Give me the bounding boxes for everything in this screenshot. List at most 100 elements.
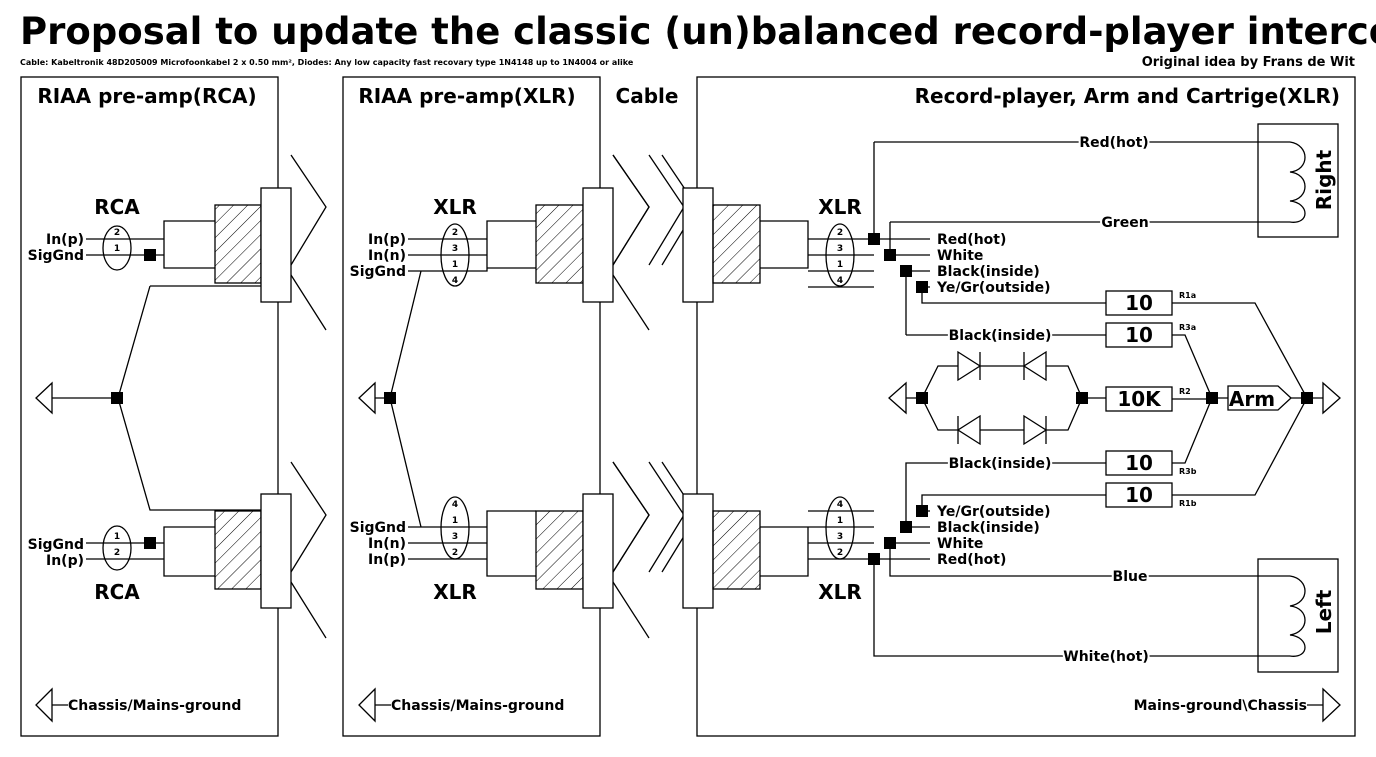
rca-bottom-signal-2: In(p): [46, 553, 84, 569]
rca-bottom-label: RCA: [94, 580, 140, 604]
rca-top-pin-2: 1: [114, 244, 120, 254]
ground-arrow-icon: [358, 381, 376, 415]
resistor-r1a: [1105, 290, 1173, 316]
xlr-player-top-plug-body: [712, 204, 761, 284]
resistor-r1a-value: 10: [1125, 291, 1153, 315]
resistor-r1b-name: R1b: [1179, 499, 1197, 508]
xlr-pre-bottom-plug-body: [535, 510, 584, 590]
xlr-player-bottom-pin-b: 1: [837, 516, 843, 526]
resistor-r2-name: R2: [1179, 387, 1191, 396]
resistor-r3a-name: R3a: [1179, 323, 1196, 332]
wire-top-red-hot: Red(hot): [937, 232, 1006, 248]
diagram-subtitle: Cable: Kabeltronik 48D205009 Microfoonka…: [20, 58, 634, 67]
wire-top-green: Green: [1101, 215, 1148, 231]
xlr-chassis-ground-icon: [358, 687, 391, 723]
wire-top-white: White: [937, 248, 983, 264]
rca-top-pin-ring: [102, 225, 132, 271]
rca-top-signal-1: In(p): [46, 232, 84, 248]
xlr-pre-bottom-signal-3: In(p): [368, 552, 406, 568]
player-chassis-ground-icon: [1307, 687, 1341, 723]
wire-bottom-red-hot: Red(hot): [937, 552, 1006, 568]
resistor-r3b-name: R3b: [1179, 467, 1197, 476]
xlr-pre-bottom-signal-2: In(n): [368, 536, 406, 552]
panel-rca-preamp: [20, 76, 279, 737]
wire-top-black-inside: Black(inside): [937, 264, 1040, 280]
resistor-r2: [1105, 386, 1173, 412]
player-ground-label: Mains-ground\Chassis: [1134, 698, 1307, 714]
xlr-player-top-pin-b: 3: [837, 244, 843, 254]
xlr-pre-top-pin-c: 1: [452, 260, 458, 270]
resistor-r3b: [1105, 450, 1173, 476]
rca-top-pin-1: 2: [114, 228, 120, 238]
wire-bottom-blue: Blue: [1113, 569, 1148, 585]
xlr-player-bottom-label: XLR: [818, 580, 862, 604]
xlr-pre-bottom-pin-a: 4: [452, 500, 458, 510]
xlr-pre-top-pin-d: 4: [452, 276, 458, 286]
resistor-r3a: [1105, 322, 1173, 348]
wire-top-red-hot-cart: Red(hot): [1079, 135, 1148, 151]
wire-top-yegr: Ye/Gr(outside): [936, 280, 1051, 296]
ground-arrow-icon: [35, 381, 53, 415]
wire-bottom-white: White: [937, 536, 983, 552]
xlr-player-top-pin-a: 2: [837, 228, 843, 238]
xlr-chassis-ground-label: Chassis/Mains-ground: [391, 698, 564, 714]
channel-left-label: Left: [1312, 589, 1336, 634]
xlr-player-bottom-pin-c: 3: [837, 532, 843, 542]
rca-bottom-pin-ring: [102, 525, 132, 571]
cartridge-right: [1257, 123, 1339, 238]
wire-bottom-black-inside: Black(inside): [937, 520, 1040, 536]
section-title-xlr: RIAA pre-amp(XLR): [358, 84, 575, 108]
coil-right-icon: [1289, 141, 1306, 223]
rca-bottom-plug-body: [214, 510, 262, 590]
diode-4-icon: [1023, 414, 1048, 446]
rca-top-plug-body: [214, 204, 262, 284]
xlr-player-top-label: XLR: [818, 195, 862, 219]
xlr-pre-top-label: XLR: [433, 195, 477, 219]
xlr-pre-top-signal-1: In(p): [368, 232, 406, 248]
wire-bottom-white-hot: White(hot): [1063, 649, 1148, 665]
rca-bottom-pin-2: 2: [114, 548, 120, 558]
rca-top-label: RCA: [94, 195, 140, 219]
xlr-pre-bottom-pin-b: 1: [452, 516, 458, 526]
xlr-pre-bottom-pin-c: 3: [452, 532, 458, 542]
section-title-rca: RIAA pre-amp(RCA): [37, 84, 256, 108]
resistor-r2-value: 10K: [1117, 387, 1162, 411]
wire-bottom-black-inside-res: Black(inside): [949, 456, 1052, 472]
xlr-pre-top-signal-2: In(n): [368, 248, 406, 264]
xlr-player-bottom-pin-ring: [825, 496, 855, 560]
channel-right-label: Right: [1312, 149, 1336, 210]
xlr-pre-bottom-label: XLR: [433, 580, 477, 604]
diode-3-icon: [956, 414, 981, 446]
ground-arrow-icon: [888, 381, 907, 415]
xlr-player-top-pin-ring: [825, 223, 855, 287]
xlr-player-bottom-pin-d: 2: [837, 548, 843, 558]
xlr-pre-bottom-signal-1: SigGnd: [350, 520, 406, 536]
resistor-r1b-value: 10: [1125, 483, 1153, 507]
diode-1-icon: [957, 350, 982, 382]
xlr-pre-top-signal-3: SigGnd: [350, 264, 406, 280]
xlr-player-top-pin-c: 1: [837, 260, 843, 270]
xlr-player-top-pin-d: 4: [837, 276, 843, 286]
wire-top-black-inside-res: Black(inside): [949, 328, 1052, 344]
arm-label: Arm: [1229, 387, 1275, 411]
diagram-title: Proposal to update the classic (un)balan…: [20, 10, 1376, 53]
rca-top-signal-2: SigGnd: [28, 248, 84, 264]
xlr-pre-top-pin-a: 2: [452, 228, 458, 238]
panel-xlr-preamp: [342, 76, 601, 737]
ground-arrow-icon: [1322, 381, 1341, 415]
rca-chassis-ground-label: Chassis/Mains-ground: [68, 698, 241, 714]
arm-tag: [1227, 385, 1292, 411]
cartridge-left: [1257, 558, 1339, 673]
resistor-r3b-value: 10: [1125, 451, 1153, 475]
resistor-r1a-name: R1a: [1179, 291, 1196, 300]
rca-chassis-ground-icon: [35, 687, 68, 723]
xlr-pre-top-plug-body: [535, 204, 584, 284]
section-title-player: Record-player, Arm and Cartrige(XLR): [915, 84, 1340, 108]
xlr-pre-top-pin-b: 3: [452, 244, 458, 254]
xlr-player-bottom-pin-a: 4: [837, 500, 843, 510]
rca-bottom-pin-1: 1: [114, 532, 120, 542]
xlr-player-bottom-plug-body: [712, 510, 761, 590]
author-credit: Original idea by Frans de Wit: [1142, 55, 1355, 70]
panel-player: [696, 76, 1356, 737]
